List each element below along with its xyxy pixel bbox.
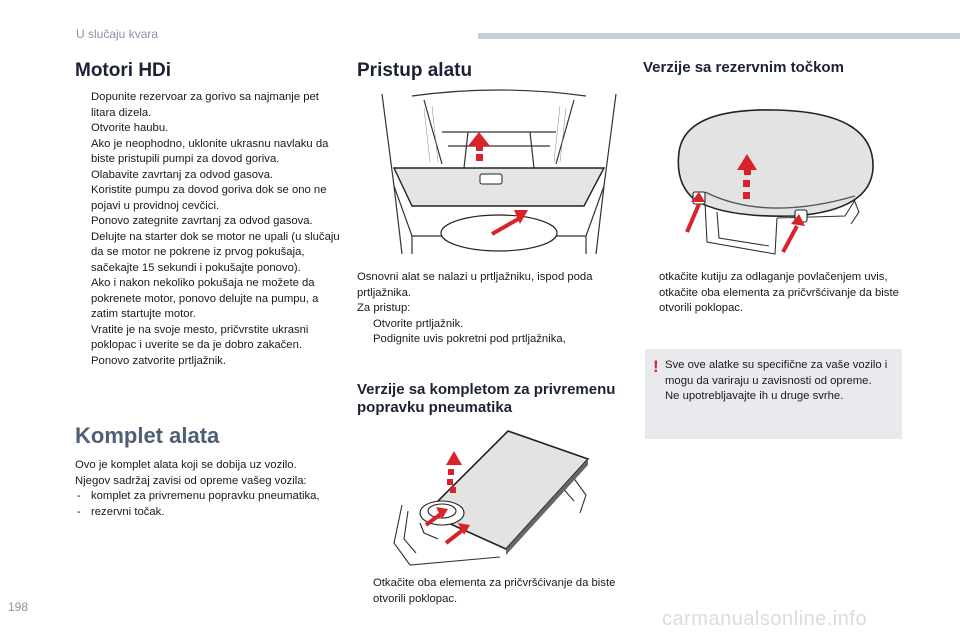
warning-line: Sve ove alatke su specifične za vaše voz… (665, 359, 888, 387)
list-item: Olabavite zavrtanj za odvod gasova. (91, 168, 274, 181)
list-item: Otvorite haubu. (91, 122, 169, 134)
title-repair-kit-version: Verzije sa kompletom za privremenu popra… (357, 381, 616, 416)
dash-icon: - (77, 490, 81, 502)
list-item: Ponovo zategnite zavrtanj za odvod gasov… (91, 215, 313, 227)
list-item: otkačite oba elementa za pričvršćivanje … (659, 286, 899, 315)
list-item: Otkačite oba elementa za pričvršćivanje … (373, 577, 616, 605)
spare-wheel-steps: otkačite kutiju za odlaganje povlačenjem… (643, 270, 903, 317)
title-spare-wheel-version: Verzije sa rezervnim točkom (643, 59, 844, 76)
list-item: Podignite uvis pokretni pod prtljažnika, (373, 333, 566, 345)
kit-intro-line: Njegov sadržaj zavisi od opreme vašeg vo… (75, 474, 307, 487)
list-item: -rezervni točak. (75, 505, 340, 521)
list-item: Ako i nakon nekoliko pokušaja ne možete … (91, 277, 319, 320)
list-item: Dopunite rezervoar za gorivo sa najmanje… (91, 91, 319, 119)
dash-icon: - (77, 505, 81, 518)
warning-icon: ! (653, 357, 659, 376)
header-bar (478, 33, 960, 39)
list-item: Ponovo zatvorite prtljažnik. (91, 354, 227, 367)
list-item: Otvorite prtljažnik. (373, 317, 464, 330)
title-komplet-alata: Komplet alata (75, 423, 220, 448)
list-item: -komplet za privremenu popravku pneumati… (75, 489, 340, 505)
list-item: Ako je neophodno, uklonite ukrasnu navla… (91, 137, 329, 166)
title-pristup-alatu: Pristup alatu (357, 60, 473, 81)
diesel-steps-list: Dopunite rezervoar za gorivo sa najmanje… (75, 90, 340, 369)
watermark: carmanualsonline.info (662, 608, 868, 630)
list-item: Vratite je na svoje mesto, pričvrstite u… (91, 323, 309, 352)
access-intro: Za pristup: (357, 302, 411, 314)
repair-kit-illustration (393, 430, 590, 566)
access-intro: Osnovni alat se nalazi u prtljažniku, is… (357, 271, 593, 299)
repair-kit-steps-list: Otkačite oba elementa za pričvršćivanje … (357, 576, 619, 607)
repair-kit-steps: Otkačite oba elementa za pričvršćivanje … (357, 576, 619, 607)
list-item: Koristite pumpu za dovod goriva dok se o… (91, 184, 327, 212)
spare-wheel-illustration (677, 109, 874, 255)
list-item: Delujte na starter dok se motor ne upali… (91, 230, 340, 274)
spare-wheel-steps-list: otkačite kutiju za odlaganje povlačenjem… (643, 270, 903, 317)
list-item: otkačite kutiju za odlaganje povlačenjem… (659, 271, 888, 283)
warning-note: ! Sve ove alatke su specifične za vaše v… (645, 349, 902, 439)
kit-intro-line: Ovo je komplet alata koji se dobija uz v… (75, 459, 297, 471)
section-header: U slučaju kvara (76, 27, 159, 41)
warning-line: Ne upotrebljavajte ih u druge svrhe. (665, 390, 844, 402)
page-number: 198 (8, 600, 29, 614)
access-steps-list: Otvorite prtljažnik. Podignite uvis pokr… (357, 317, 619, 348)
title-motori-hdi: Motori HDi (75, 60, 172, 81)
col1-steps: Dopunite rezervoar za gorivo sa najmanje… (75, 90, 340, 369)
warning-text: Sve ove alatke su specifične za vaše voz… (665, 358, 893, 405)
trunk-illustration (381, 89, 617, 255)
col2-text: Osnovni alat se nalazi u prtljažniku, is… (357, 270, 619, 348)
kit-intro: Ovo je komplet alata koji se dobija uz v… (75, 458, 340, 520)
kit-contents-list: -komplet za privremenu popravku pneumati… (75, 489, 340, 520)
